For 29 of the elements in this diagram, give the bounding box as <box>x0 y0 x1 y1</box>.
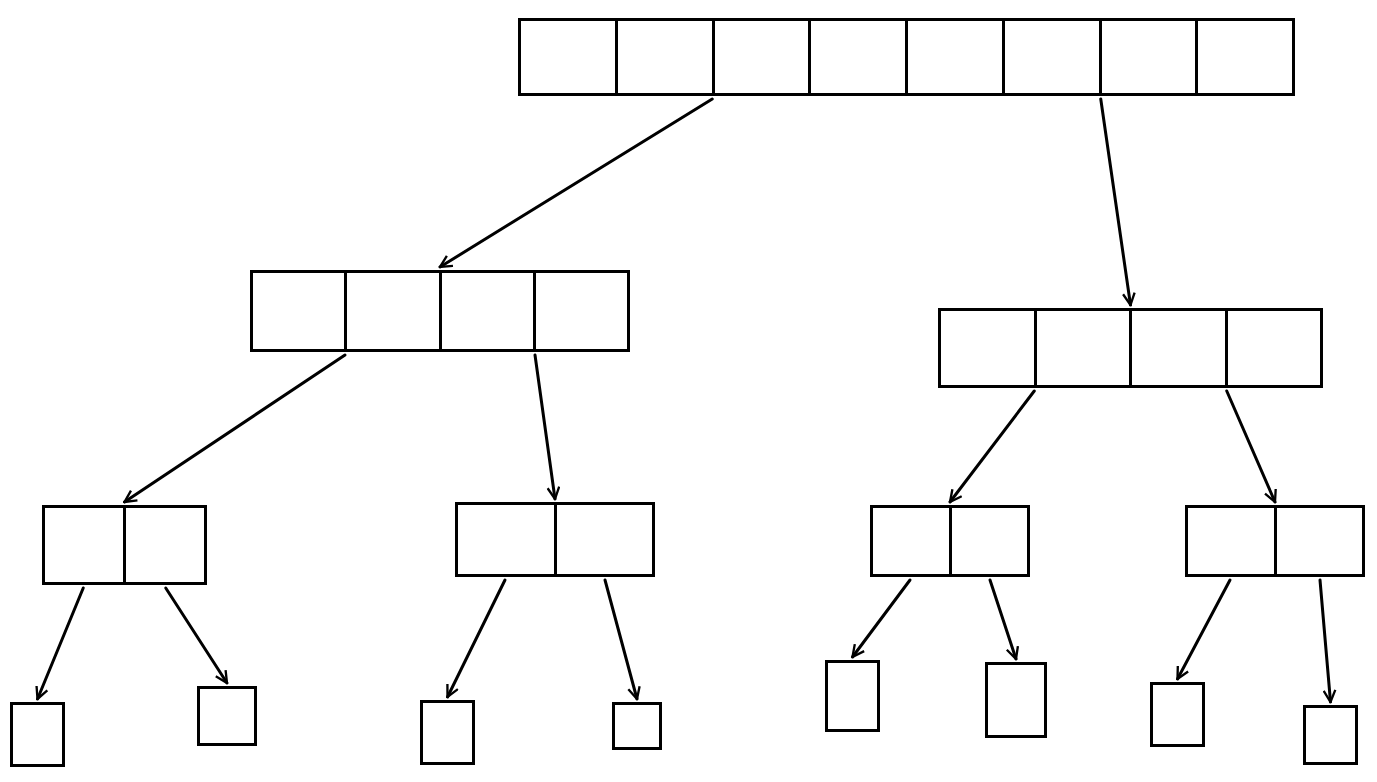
arrow <box>35 586 85 701</box>
arrow <box>603 578 641 701</box>
cell-box <box>10 702 65 767</box>
array-box <box>455 502 655 577</box>
array-box <box>518 18 1295 96</box>
array-box <box>938 308 1323 388</box>
array-box <box>250 270 630 352</box>
arrow <box>1176 578 1232 681</box>
arrow <box>948 389 1036 504</box>
array-box <box>1185 505 1365 577</box>
array-box <box>870 505 1030 577</box>
arrow <box>851 578 912 659</box>
cell-box <box>1303 705 1358 765</box>
arrow <box>1225 389 1277 504</box>
cell-box <box>612 702 662 750</box>
cell-box <box>985 662 1047 738</box>
arrow <box>446 578 507 699</box>
arrow <box>438 97 714 269</box>
arrow <box>533 353 561 501</box>
cell-box <box>197 686 257 746</box>
cell-box <box>1150 682 1205 747</box>
arrow <box>123 353 347 504</box>
arrow <box>1318 578 1337 704</box>
arrow <box>988 578 1020 661</box>
cell-box <box>420 700 475 765</box>
cell-box <box>825 660 880 732</box>
array-box <box>42 505 207 585</box>
arrow <box>164 586 229 685</box>
arrow <box>1099 97 1136 307</box>
